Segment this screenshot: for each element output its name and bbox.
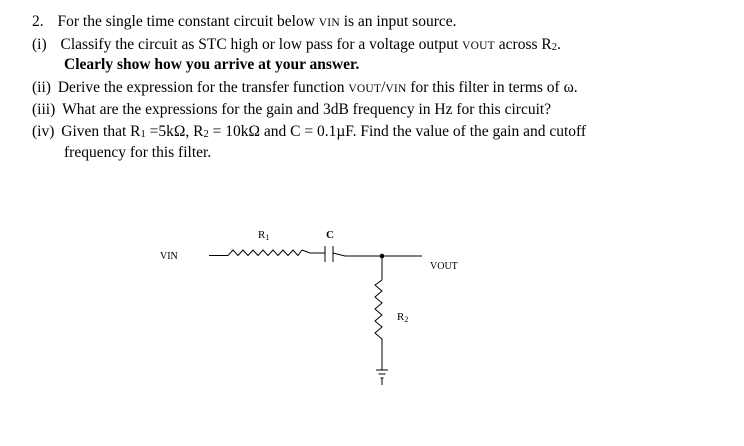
question-line-1: 2. For the single time constant circuit … — [32, 13, 457, 30]
vout-label: VOUT — [430, 261, 458, 272]
vin-label: VIN — [160, 251, 178, 262]
output-wire — [332, 252, 422, 257]
part-number: (i) — [32, 36, 47, 53]
c-label: C — [326, 229, 334, 241]
question-line-4: (ii) Derive the expression for the trans… — [32, 79, 578, 96]
question-line-6: (iv) Given that R1 =5kΩ, R2 = 10kΩ and C… — [32, 123, 587, 140]
part-number: (ii) — [32, 79, 51, 96]
r1-resistor — [227, 249, 303, 257]
question-line-3: Clearly show how you arrive at your answ… — [64, 56, 360, 73]
part-number: (iv) — [32, 123, 55, 140]
question-line-2: (i) Classify the circuit as STC high or … — [32, 36, 561, 53]
question-number: 2. — [32, 13, 44, 30]
part-number: (iii) — [32, 101, 56, 118]
ground-icon — [376, 369, 388, 385]
question-line-7: frequency for this filter. — [64, 144, 212, 161]
r1-to-c-wire — [301, 249, 325, 254]
r2-resistor — [374, 279, 383, 345]
r1-label: R1 — [258, 229, 269, 242]
r2-label: R2 — [397, 311, 408, 324]
question-line-5: (iii) What are the expressions for the g… — [32, 101, 552, 118]
